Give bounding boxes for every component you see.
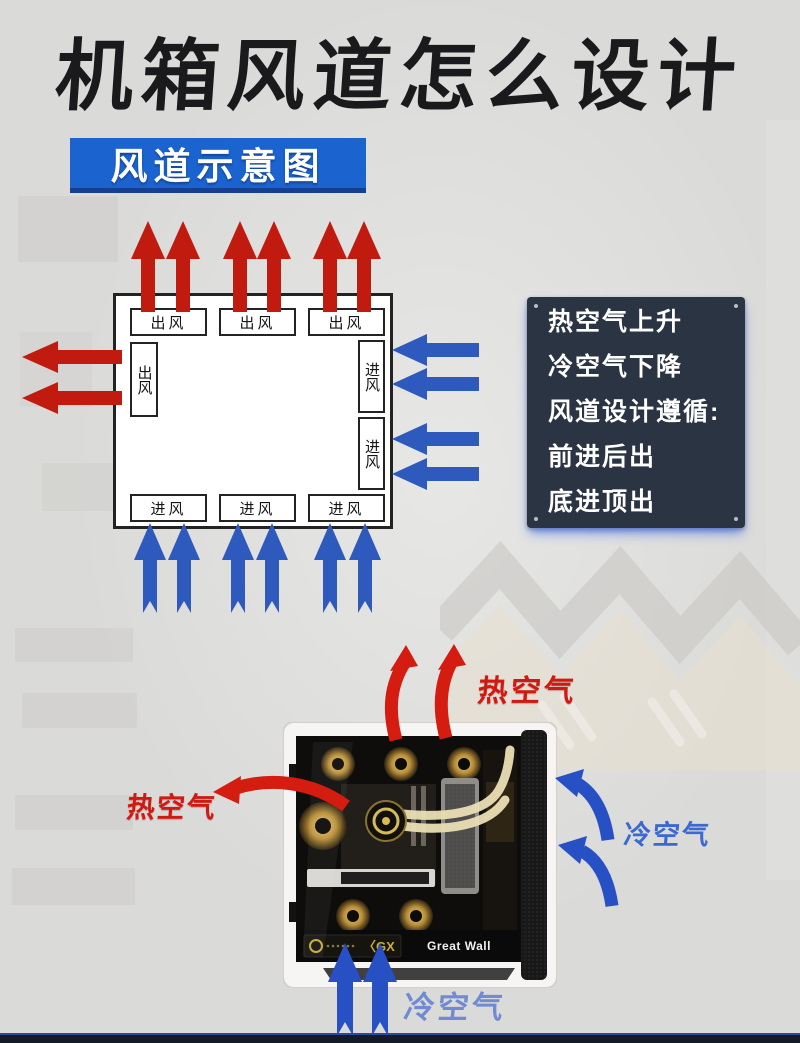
fan-box-label: 进风 (363, 361, 380, 392)
watermark-bar (18, 196, 118, 262)
case-brand-label: Great Wall (427, 939, 491, 953)
cold-air-label: 冷空气 (622, 820, 713, 850)
fan-box-label: 出风 (150, 314, 187, 332)
fan-box-bottom-intake: 进风 (308, 494, 385, 522)
hot-air-label: 热空气 (125, 792, 219, 823)
fan-box-label: 进风 (328, 500, 365, 518)
fan-box-bottom-intake: 进风 (219, 494, 296, 522)
fan-box-label: 出风 (135, 364, 153, 395)
screw-dot-icon (734, 517, 738, 521)
fan-box-label: 进风 (239, 500, 276, 518)
footer-bar (0, 1033, 800, 1043)
principles-panel: 热空气上升 冷空气下降 风道设计遵循: 前进后出 底进顶出 (527, 297, 745, 528)
screw-dot-icon (534, 517, 538, 521)
fan-box-top-exhaust: 出风 (219, 308, 296, 336)
watermark-bar (12, 868, 135, 905)
aio-tubes (398, 745, 515, 833)
section-banner-label: 风道示意图 (110, 146, 326, 187)
principle-line: 热空气上升 (548, 308, 684, 336)
principle-line: 底进顶出 (548, 488, 657, 516)
principle-line: 风道设计遵循: (548, 398, 721, 426)
page-title: 机箱风道怎么设计 (52, 32, 747, 120)
watermark-bar (22, 693, 137, 728)
fan-box-front-intake: 进风 (358, 340, 385, 413)
principle-line: 冷空气下降 (548, 353, 684, 381)
top-fans (321, 747, 481, 781)
case-stand (323, 968, 515, 980)
fan-box-top-exhaust: 出风 (308, 308, 385, 336)
fan-box-rear-exhaust: 出风 (130, 342, 158, 417)
screw-dot-icon (734, 304, 738, 308)
fan-box-label: 进风 (150, 500, 187, 518)
fan-box-front-intake: 进风 (358, 417, 385, 490)
watermark-bar (15, 795, 133, 830)
front-mesh-panel (521, 730, 547, 980)
fan-box-top-exhaust: 出风 (130, 308, 207, 336)
hot-air-label: 热空气 (476, 675, 579, 708)
watermark-bar (15, 628, 133, 662)
fan-box-label: 出风 (328, 314, 365, 332)
fan-box-bottom-intake: 进风 (130, 494, 207, 522)
bottom-fans (336, 899, 433, 933)
watermark-band (766, 120, 800, 880)
cold-air-label: 冷空气 (402, 990, 508, 1025)
cold-air-curved-arrow-icon (555, 769, 619, 908)
pc-case-photo: 〈GX Great Wall (283, 722, 557, 988)
intake-arrow-up-icon (134, 523, 381, 613)
screw-dot-icon (534, 304, 538, 308)
section-banner: 风道示意图 (70, 138, 366, 193)
fan-box-label: 进风 (363, 438, 380, 469)
aio-pump (365, 800, 407, 842)
watermark-bar (20, 332, 92, 407)
principle-line: 前进后出 (548, 443, 657, 471)
intake-arrow-left-icon (392, 334, 479, 490)
psu-badge-label: 〈GX (363, 939, 395, 954)
watermark-bar (42, 463, 117, 511)
fan-box-label: 出风 (239, 314, 276, 332)
